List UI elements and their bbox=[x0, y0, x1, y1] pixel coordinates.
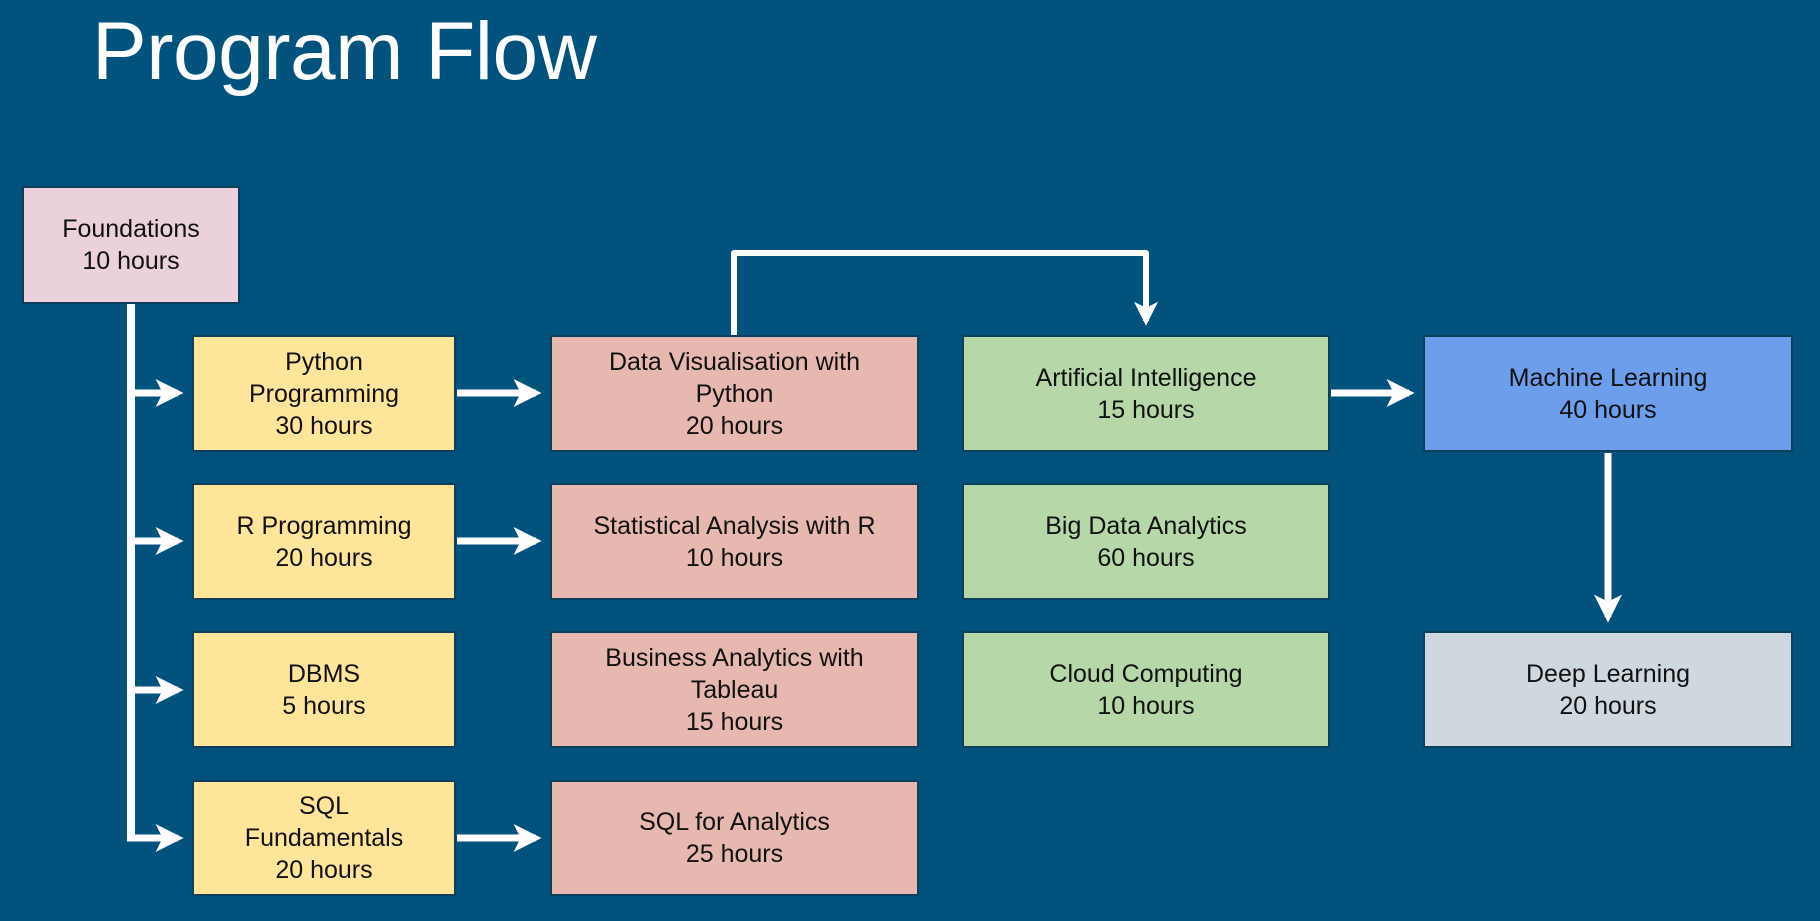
node-deep-learning: Deep Learning 20 hours bbox=[1423, 631, 1793, 748]
node-python-programming: Python Programming 30 hours bbox=[192, 335, 456, 452]
node-name: Machine Learning bbox=[1508, 363, 1708, 392]
node-name: Statistical Analysis with R bbox=[593, 511, 876, 540]
node-sql-fundamentals: SQL Fundamentals 20 hours bbox=[192, 780, 456, 896]
node-foundations: Foundations 10 hours bbox=[22, 186, 240, 304]
node-name: R Programming bbox=[236, 511, 412, 540]
node-name: DBMS bbox=[287, 659, 361, 688]
node-machine-learning: Machine Learning 40 hours bbox=[1423, 335, 1793, 452]
node-name: SQL for Analytics bbox=[639, 808, 830, 836]
node-cloud-computing: Cloud Computing 10 hours bbox=[962, 631, 1330, 748]
page-title: Program Flow bbox=[92, 6, 597, 97]
node-hours: 30 hours bbox=[275, 411, 373, 440]
node-name: Big Data Analytics bbox=[1045, 511, 1247, 540]
node-name: Python Programming bbox=[248, 347, 400, 408]
node-hours: 20 hours bbox=[275, 856, 373, 884]
node-hours: 20 hours bbox=[275, 543, 373, 572]
node-name: SQL Fundamentals bbox=[244, 792, 404, 852]
node-dbms: DBMS 5 hours bbox=[192, 631, 456, 748]
node-hours: 20 hours bbox=[1559, 691, 1657, 720]
node-business-analytics-tableau: Business Analytics with Tableau 15 hours bbox=[550, 631, 919, 748]
node-hours: 15 hours bbox=[685, 707, 784, 736]
node-artificial-intelligence: Artificial Intelligence 15 hours bbox=[962, 335, 1330, 452]
node-r-programming: R Programming 20 hours bbox=[192, 483, 456, 600]
node-sql-for-analytics: SQL for Analytics 25 hours bbox=[550, 780, 919, 896]
node-name: Artificial Intelligence bbox=[1035, 363, 1257, 392]
node-name: Business Analytics with Tableau bbox=[605, 643, 864, 704]
node-hours: 10 hours bbox=[82, 247, 180, 275]
node-hours: 5 hours bbox=[282, 691, 366, 720]
node-hours: 10 hours bbox=[1097, 691, 1195, 720]
node-name: Foundations bbox=[62, 215, 200, 243]
connector-data-visualisation-to-ai bbox=[731, 250, 1158, 335]
node-hours: 15 hours bbox=[1097, 395, 1195, 424]
node-name: Cloud Computing bbox=[1049, 659, 1243, 688]
node-hours: 40 hours bbox=[1559, 395, 1657, 424]
node-hours: 10 hours bbox=[685, 543, 784, 572]
node-hours: 25 hours bbox=[685, 840, 784, 868]
node-data-visualisation-python: Data Visualisation with Python 20 hours bbox=[550, 335, 919, 452]
node-name: Deep Learning bbox=[1525, 659, 1690, 688]
node-hours: 60 hours bbox=[1097, 543, 1195, 572]
node-statistical-analysis-r: Statistical Analysis with R 10 hours bbox=[550, 483, 919, 600]
node-hours: 20 hours bbox=[685, 411, 784, 440]
node-name: Data Visualisation with Python bbox=[608, 347, 861, 408]
node-big-data-analytics: Big Data Analytics 60 hours bbox=[962, 483, 1330, 600]
